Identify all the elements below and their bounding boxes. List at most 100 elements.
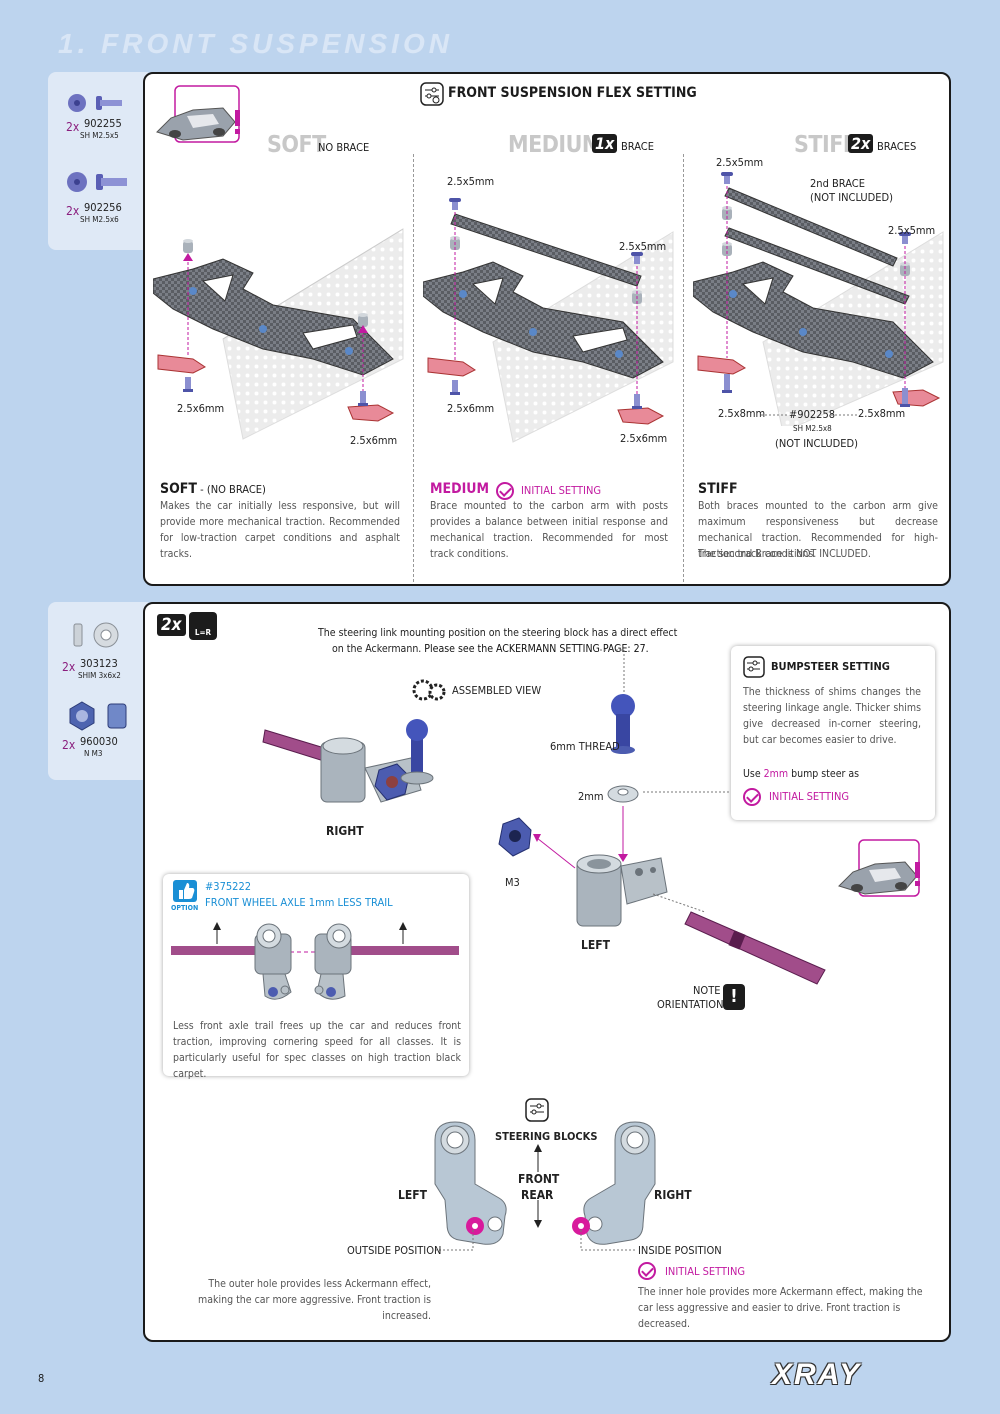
shim-label: 2mm: [578, 790, 604, 803]
left-block-label: LEFT: [398, 1188, 427, 1202]
left-label: LEFT: [581, 938, 610, 952]
medium-heading: MEDIUM: [430, 481, 490, 497]
initial-setting-check-icon: [743, 786, 761, 806]
left-equals-right-icon: L=R: [189, 612, 217, 640]
medium-screw-label: 2.5x6mm: [447, 402, 495, 415]
stiff-badge: 2x: [848, 134, 874, 153]
shim-icon: [73, 622, 119, 648]
outside-position-label: OUTSIDE POSITION: [347, 1244, 442, 1257]
inside-position-description: The inner hole provides more Ackermann e…: [638, 1286, 923, 1330]
option-box: OPTION #375222 FRONT WHEEL AXLE 1mm LESS…: [163, 874, 469, 1080]
inside-initial-setting: INITIAL SETTING: [665, 1265, 746, 1278]
bumpsteer-use: Use 2mm bump steer as: [743, 768, 860, 780]
front-label: FRONT: [518, 1172, 560, 1186]
option-part-name: FRONT WHEEL AXLE 1mm LESS TRAIL: [205, 896, 393, 909]
bumpsteer-title: BUMPSTEER SETTING: [771, 660, 890, 673]
part-desc: SHIM 3x6x2: [78, 671, 121, 680]
brand-logo: XRAY: [772, 1358, 862, 1391]
section-title: 1. FRONT SUSPENSION: [58, 28, 453, 59]
option-description: Less front axle trail frees up the car a…: [173, 1020, 461, 1080]
stiff-big-label: STIFF: [794, 132, 857, 158]
medium-screw-label: 2.5x5mm: [447, 175, 495, 188]
warning-icon: !: [723, 984, 745, 1010]
parts-tray-bottom: 2x 303123 SHIM 3x6x2 2x 960030 N M3: [48, 602, 148, 780]
settings-icon: [743, 656, 765, 678]
steering-block-left: [434, 1121, 507, 1245]
soft-sub-label: NO BRACE: [318, 141, 370, 154]
part-number: 902255: [84, 117, 122, 130]
medium-screw-label: 2.5x5mm: [619, 240, 667, 253]
stiff-part-note: (NOT INCLUDED): [775, 437, 859, 450]
stiff-brace-note: (NOT INCLUDED): [810, 191, 894, 204]
part-desc: SH M2.5x6: [80, 215, 119, 224]
stiff-screw-label: 2.5x8mm: [858, 407, 906, 420]
settings-icon: [525, 1098, 549, 1122]
assembled-view-label: ASSEMBLED VIEW: [452, 684, 542, 697]
medium-screw-label: 2.5x6mm: [620, 432, 668, 445]
bumpsteer-initial-setting: INITIAL SETTING: [769, 790, 850, 803]
part-desc: SH M2.5x5: [80, 131, 119, 140]
screw-902256-icon: [67, 172, 127, 192]
option-part-number: #375222: [205, 880, 252, 893]
option-axle-illustration: [171, 922, 459, 1000]
outside-position-description: The outer hole provides less Ackermann e…: [198, 1278, 431, 1322]
stiff-description-note: The second Brace is NOT INCLUDED.: [698, 548, 871, 560]
right-label: RIGHT: [326, 824, 364, 838]
assembled-view-gears-icon: [412, 679, 446, 701]
part-number: 960030: [80, 735, 118, 748]
rear-label: REAR: [521, 1188, 554, 1202]
steering-blocks-title: STEERING BLOCKS: [495, 1130, 598, 1143]
page-number: 8: [38, 1372, 45, 1385]
initial-setting-check-icon: [638, 1260, 656, 1280]
column-divider: [683, 154, 684, 582]
medium-badge: 1x: [592, 134, 618, 153]
part-qty: 2x: [62, 738, 76, 752]
car-alert-icon: [835, 838, 927, 900]
bumpsteer-description: The thickness of shims changes the steer…: [743, 686, 921, 746]
screw-902255-icon: [68, 94, 122, 112]
settings-icon: [420, 82, 444, 106]
soft-screw-label: 2.5x6mm: [350, 434, 398, 447]
steering-panel: 2x L=R The steering link mounting positi…: [143, 602, 951, 1342]
nut-icon: [69, 701, 127, 731]
column-divider: [413, 154, 414, 582]
option-label: OPTION: [171, 904, 199, 912]
car-alert-icon: [153, 84, 245, 146]
part-number: 902256: [84, 201, 122, 214]
thumbs-up-icon: [173, 880, 197, 902]
orientation-label: ORIENTATION: [657, 998, 724, 1011]
soft-heading: SOFT - (NO BRACE): [160, 481, 266, 497]
medium-illustration: [423, 198, 674, 443]
part-qty: 2x: [62, 660, 76, 674]
bumpsteer-box: BUMPSTEER SETTING The thickness of shims…: [731, 646, 935, 820]
flex-setting-panel: FRONT SUSPENSION FLEX SETTING SOFT NO BR…: [143, 72, 951, 586]
part-number: 303123: [80, 657, 118, 670]
note-label: NOTE: [693, 984, 721, 997]
stiff-part-number: #902258: [789, 408, 836, 421]
exploded-steering-block-left: [498, 694, 826, 985]
quantity-badge: 2x: [157, 614, 186, 636]
soft-screw-label: 2.5x6mm: [177, 402, 225, 415]
stiff-illustration: [693, 172, 944, 426]
soft-illustration: [153, 228, 404, 440]
inside-position-label: INSIDE POSITION: [638, 1244, 722, 1257]
stiff-description: Both braces mounted to the carbon arm gi…: [698, 500, 938, 560]
stiff-screw-label: 2.5x5mm: [716, 156, 764, 169]
assembled-steering-block-right: [262, 719, 434, 803]
stiff-screw-label: 2.5x8mm: [718, 407, 766, 420]
initial-setting-check-icon: [496, 480, 514, 500]
front-rear-arrow: [534, 1144, 542, 1228]
stiff-heading: STIFF: [698, 481, 738, 497]
steering-block-right: [572, 1121, 656, 1245]
soft-description: Makes the car initially less responsive,…: [160, 500, 400, 560]
part-desc: N M3: [84, 749, 103, 758]
thread-label: 6mm THREAD: [550, 740, 620, 753]
part-qty: 2x: [66, 120, 80, 134]
part-qty: 2x: [66, 204, 80, 218]
ackermann-note-line2: on the Ackermann. Please see the ACKERMA…: [332, 643, 649, 655]
right-block-label: RIGHT: [654, 1188, 692, 1202]
flex-title: FRONT SUSPENSION FLEX SETTING: [448, 85, 697, 101]
medium-initial-setting: INITIAL SETTING: [521, 484, 602, 497]
ackermann-note-line1: The steering link mounting position on t…: [318, 627, 678, 639]
soft-big-label: SOFT: [267, 132, 326, 158]
